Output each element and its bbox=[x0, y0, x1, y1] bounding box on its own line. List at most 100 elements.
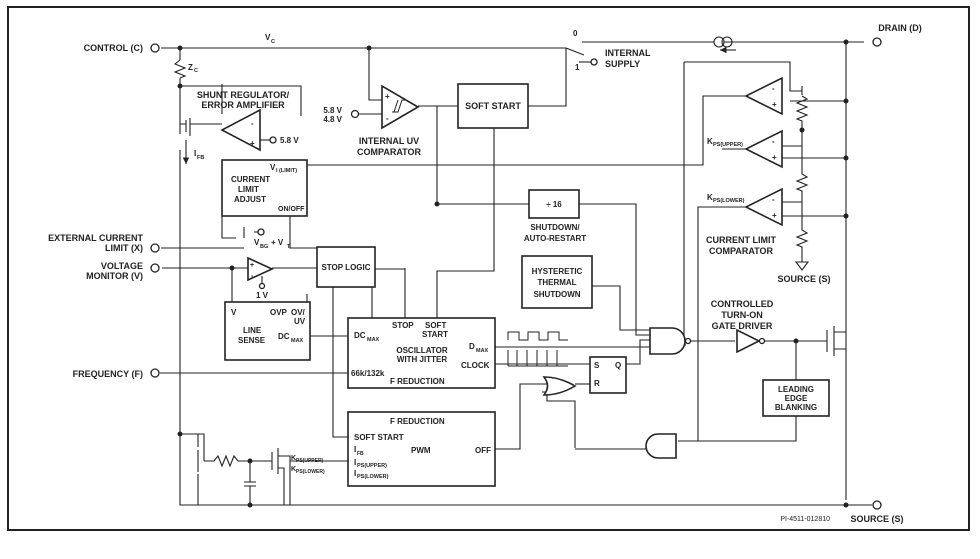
svg-text:CLOCK: CLOCK bbox=[461, 361, 490, 370]
svg-text:STOP LOGIC: STOP LOGIC bbox=[321, 263, 370, 272]
external-current-limit-label-1: EXTERNAL CURRENT bbox=[48, 233, 143, 243]
internal-supply-pin bbox=[590, 58, 598, 66]
svg-text:C: C bbox=[271, 39, 275, 45]
svg-text:K: K bbox=[707, 137, 713, 146]
svg-text:MAX: MAX bbox=[367, 337, 380, 343]
svg-text:GATE DRIVER: GATE DRIVER bbox=[712, 321, 773, 331]
ff-q-label: Q bbox=[615, 361, 621, 370]
stop-logic-block bbox=[316, 246, 376, 288]
svg-text:1: 1 bbox=[575, 63, 580, 72]
svg-text:SUPPLY: SUPPLY bbox=[605, 59, 640, 69]
current-limit-comparator-main bbox=[744, 76, 783, 116]
figure-id: PI-4511-012810 bbox=[780, 516, 830, 523]
svg-text:1 V: 1 V bbox=[256, 291, 269, 300]
svg-text:I: I bbox=[354, 445, 356, 454]
oscillator-block bbox=[347, 317, 496, 389]
svg-text:4.8 V: 4.8 V bbox=[323, 115, 342, 124]
svg-text:PS(LOWER): PS(LOWER) bbox=[296, 469, 325, 475]
or-gate bbox=[542, 376, 577, 396]
plus-sign: + bbox=[250, 139, 255, 148]
svg-text:PWM: PWM bbox=[411, 446, 431, 455]
svg-text:OFF: OFF bbox=[475, 446, 491, 455]
svg-text:LIMIT: LIMIT bbox=[238, 185, 259, 194]
svg-text:D: D bbox=[469, 342, 475, 351]
svg-text:OVP: OVP bbox=[270, 308, 288, 317]
svg-text:FB: FB bbox=[357, 451, 364, 457]
svg-text:CURRENT: CURRENT bbox=[231, 175, 270, 184]
svg-text:I: I bbox=[354, 458, 356, 467]
leading-edge-blanking-block bbox=[762, 379, 830, 417]
svg-text:I (LIMIT): I (LIMIT) bbox=[276, 168, 297, 174]
svg-text:+: + bbox=[772, 211, 777, 220]
control-pin bbox=[150, 43, 160, 53]
svg-text:PS(LOWER): PS(LOWER) bbox=[713, 198, 745, 204]
svg-text:SOFT: SOFT bbox=[425, 321, 446, 330]
svg-text:÷ 16: ÷ 16 bbox=[546, 200, 562, 209]
svg-text:K: K bbox=[707, 193, 713, 202]
svg-text:STOP: STOP bbox=[392, 321, 414, 330]
voltage-monitor-label-2: MONITOR (V) bbox=[86, 271, 143, 281]
svg-text:COMPARATOR: COMPARATOR bbox=[709, 246, 773, 256]
source-right-label: SOURCE (S) bbox=[777, 274, 830, 284]
svg-text:F REDUCTION: F REDUCTION bbox=[390, 417, 445, 426]
zener-diode-icon bbox=[173, 59, 187, 79]
svg-text:K: K bbox=[291, 466, 296, 473]
current-limit-comparator-lower bbox=[744, 187, 783, 227]
svg-text:-: - bbox=[772, 137, 775, 146]
svg-text:DC: DC bbox=[354, 331, 366, 340]
source-pin bbox=[872, 500, 882, 510]
svg-text:V: V bbox=[265, 33, 271, 42]
svg-text:COMPARATOR: COMPARATOR bbox=[357, 147, 421, 157]
svg-text:0: 0 bbox=[573, 29, 578, 38]
hysteretic-thermal-shutdown-block bbox=[521, 255, 593, 309]
svg-text:C: C bbox=[194, 68, 198, 74]
divide-by-16-block bbox=[528, 189, 580, 219]
svg-text:T: T bbox=[287, 244, 291, 250]
svg-text:TURN-ON: TURN-ON bbox=[721, 310, 763, 320]
svg-text:PS(UPPER): PS(UPPER) bbox=[357, 463, 387, 469]
svg-text:5.8 V: 5.8 V bbox=[323, 106, 342, 115]
svg-text:V: V bbox=[254, 238, 260, 247]
svg-text:UV: UV bbox=[294, 317, 306, 326]
svg-text:INTERNAL: INTERNAL bbox=[605, 48, 651, 58]
svg-text:+: + bbox=[385, 92, 390, 101]
svg-text:+: + bbox=[772, 100, 777, 109]
svg-text:I: I bbox=[194, 149, 196, 158]
frequency-pin bbox=[150, 368, 160, 378]
current-limit-adjust-block bbox=[221, 159, 308, 217]
drain-pin-label: DRAIN (D) bbox=[878, 23, 922, 33]
and-gate-bottom bbox=[645, 433, 677, 459]
svg-text:-: - bbox=[772, 195, 775, 204]
external-current-limit-pin bbox=[150, 243, 160, 253]
ff-r-label: R bbox=[594, 379, 600, 388]
svg-text:BG: BG bbox=[260, 244, 268, 250]
svg-text:+: + bbox=[250, 262, 254, 269]
error-amplifier bbox=[220, 108, 261, 152]
drain-pin bbox=[872, 37, 882, 47]
svg-text:-: - bbox=[772, 84, 775, 93]
current-source-icon bbox=[713, 36, 733, 48]
svg-text:-: - bbox=[386, 114, 389, 123]
svg-text:SOFT START: SOFT START bbox=[354, 433, 404, 442]
svg-text:+: + bbox=[772, 153, 777, 162]
source-bottom-label: SOURCE (S) bbox=[850, 514, 903, 524]
svg-text:LEADING: LEADING bbox=[778, 385, 814, 394]
junction-dots bbox=[177, 39, 849, 508]
svg-text:CURRENT LIMIT: CURRENT LIMIT bbox=[706, 235, 776, 245]
minus-sign: - bbox=[251, 119, 254, 128]
svg-text:AUTO-RESTART: AUTO-RESTART bbox=[524, 234, 586, 243]
svg-text:FB: FB bbox=[197, 155, 204, 161]
svg-text:BLANKING: BLANKING bbox=[775, 403, 817, 412]
svg-text:OSCILLATOR: OSCILLATOR bbox=[396, 346, 447, 355]
svg-text:THERMAL: THERMAL bbox=[537, 278, 576, 287]
frequency-pin-label: FREQUENCY (F) bbox=[73, 369, 143, 379]
sr-flip-flop bbox=[589, 356, 627, 394]
outer-frame bbox=[7, 6, 970, 531]
svg-text:SHUTDOWN: SHUTDOWN bbox=[533, 290, 580, 299]
voltage-monitor-label-1: VOLTAGE bbox=[101, 261, 143, 271]
svg-text:EDGE: EDGE bbox=[785, 394, 808, 403]
svg-text:V: V bbox=[231, 308, 237, 317]
svg-text:PS(UPPER): PS(UPPER) bbox=[296, 458, 324, 464]
svg-text:Z: Z bbox=[188, 63, 193, 72]
